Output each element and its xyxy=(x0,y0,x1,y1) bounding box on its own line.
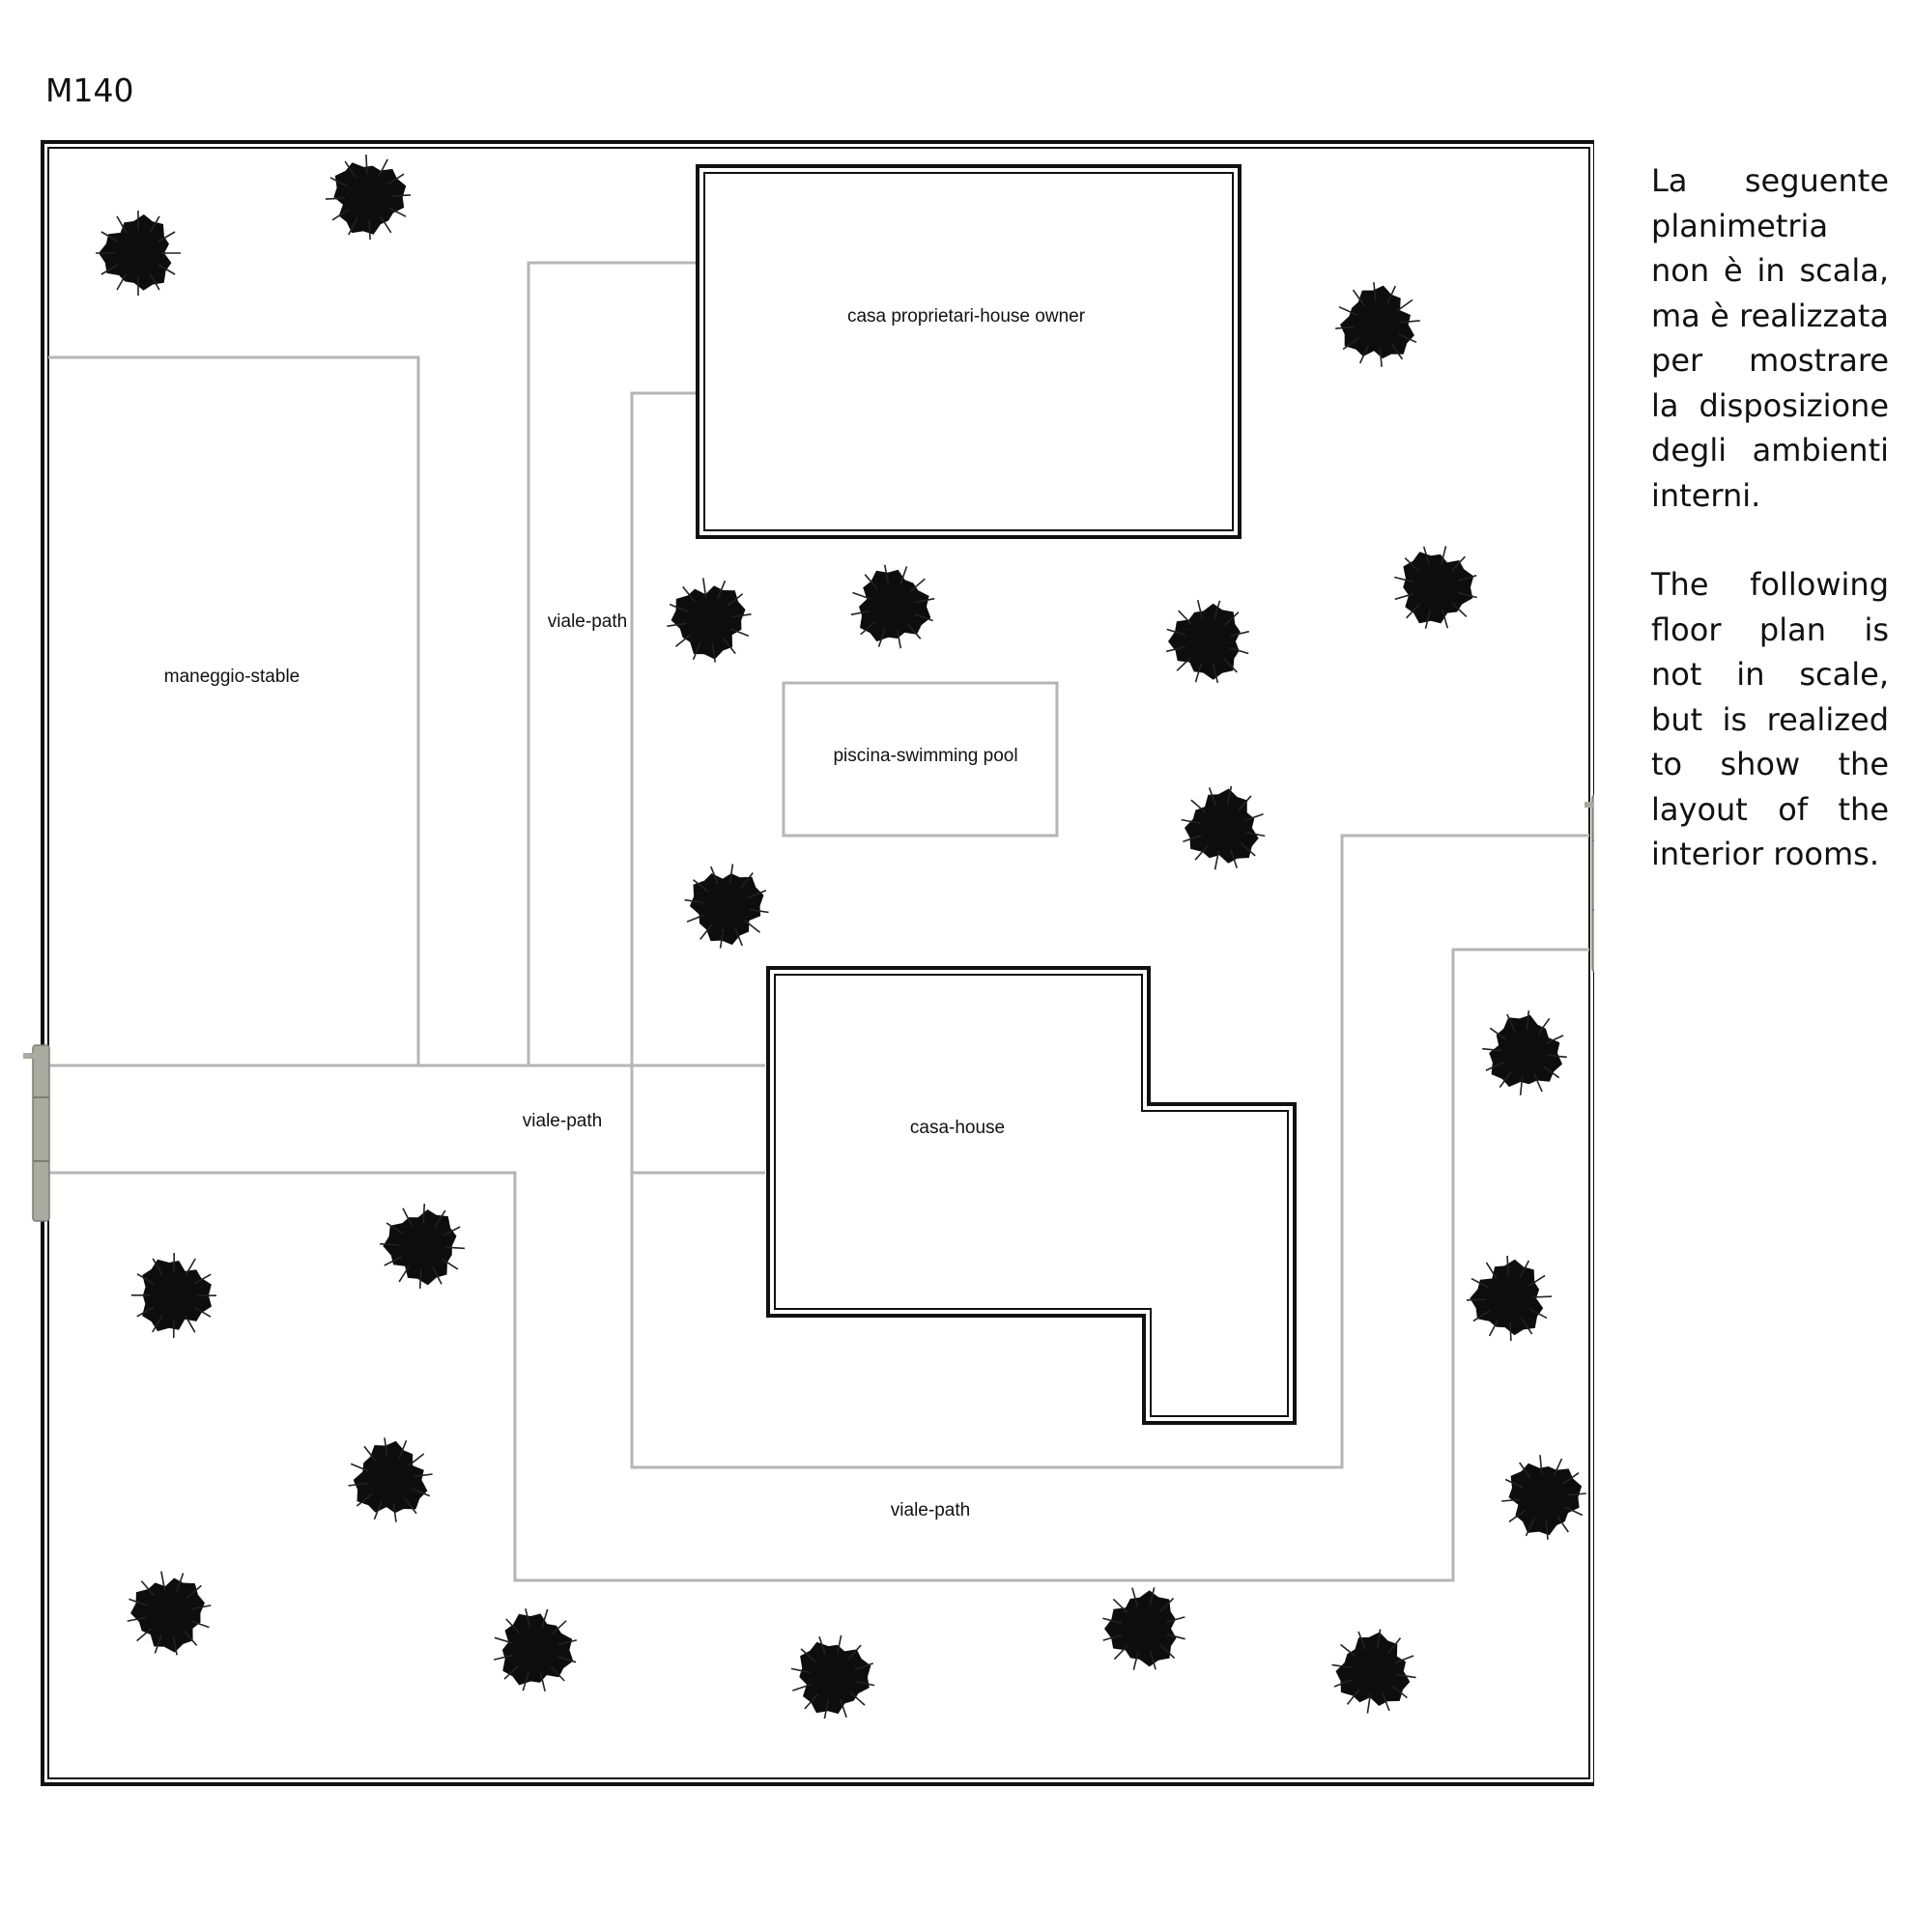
pool-label: piscina-swimming pool xyxy=(833,746,1017,766)
house-outer-wall xyxy=(766,966,1297,1425)
upper-path-left-edge xyxy=(527,261,698,1065)
tree-icon xyxy=(1335,282,1420,367)
tree-icon xyxy=(1501,1455,1586,1540)
tree-icon xyxy=(790,1634,875,1719)
stable-label: maneggio-stable xyxy=(164,667,300,687)
tree-icon xyxy=(850,564,935,649)
property-boundary-outer xyxy=(41,140,1594,1786)
tree-icon xyxy=(1102,1587,1185,1670)
tree-icon xyxy=(380,1204,465,1289)
tree-icon xyxy=(667,578,752,663)
note-english: The following floor plan is not in scale… xyxy=(1651,566,1889,872)
lower-path-label: viale-path xyxy=(891,1500,970,1520)
gate-icon xyxy=(23,1044,50,1222)
tree-icon xyxy=(1466,1255,1553,1342)
note-italian: La seguente planimetria non è in scala, … xyxy=(1651,162,1889,514)
trees xyxy=(96,154,1586,1719)
house-label: casa-house xyxy=(910,1118,1005,1138)
owner-house-label: casa proprietari-house owner xyxy=(847,306,1086,327)
tree-icon xyxy=(684,864,769,949)
gate-icon xyxy=(1585,794,1594,973)
tree-icon xyxy=(1331,1629,1416,1714)
outer-path-edge xyxy=(48,948,1589,1582)
tree-icon xyxy=(130,1252,217,1339)
tree-icon xyxy=(1181,785,1266,870)
main-path-label: viale-path xyxy=(523,1111,602,1131)
path-lines xyxy=(48,261,1589,1582)
tree-icon xyxy=(127,1571,212,1656)
tree-icon xyxy=(494,1608,577,1691)
tree-icon xyxy=(96,211,181,296)
drawing-code: M140 xyxy=(45,71,134,109)
tree-icon xyxy=(348,1437,433,1522)
site-plan: casa proprietari-house owner maneggio-st… xyxy=(23,140,1594,1786)
upper-path-label: viale-path xyxy=(548,611,627,632)
swimming-pool xyxy=(782,681,1059,838)
tree-icon xyxy=(1166,600,1249,683)
inner-path-edge xyxy=(630,834,1589,1469)
owner-house-outer-wall xyxy=(696,164,1242,539)
stable-outline xyxy=(48,355,420,1065)
owner-house-inner-wall xyxy=(703,172,1234,531)
tree-icon xyxy=(325,154,412,241)
tree-icon xyxy=(1394,546,1477,629)
property-boundary-inner xyxy=(47,147,1590,1779)
tree-icon xyxy=(1482,1010,1567,1095)
upper-path-right-edge xyxy=(630,391,698,1173)
house-inner-wall xyxy=(774,974,1289,1417)
